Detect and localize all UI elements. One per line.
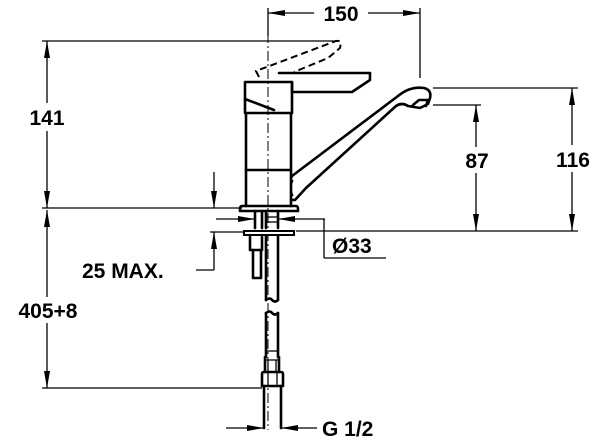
dimension-spout-height: 116 — [296, 87, 590, 232]
dimension-label-25-max: 25 MAX. — [82, 260, 164, 283]
dimension-lever-height: 141 — [29, 40, 340, 209]
dimension-outlet-height: 87 — [433, 104, 489, 231]
tap-spout — [289, 86, 432, 202]
dimension-spout-reach: 150 — [267, 3, 421, 78]
dimension-hose-length: 405+8 — [19, 210, 262, 389]
dimension-label-diameter-33: Ø33 — [332, 235, 372, 258]
tap-body — [238, 39, 372, 213]
dimension-hole-diameter: Ø33 — [216, 216, 386, 259]
dimension-label-150: 150 — [323, 3, 358, 26]
dimension-connection-thread: G 1/2 — [226, 418, 373, 441]
dimension-label-405-plus-8: 405+8 — [19, 300, 78, 323]
dimension-label-141: 141 — [29, 107, 64, 130]
mounting-assembly — [243, 209, 295, 430]
dimension-label-87: 87 — [465, 150, 488, 173]
dimension-label-116: 116 — [556, 149, 590, 172]
dimension-label-g-half-inch: G 1/2 — [322, 418, 373, 441]
dimension-deck-thickness: 25 MAX. — [82, 172, 243, 283]
